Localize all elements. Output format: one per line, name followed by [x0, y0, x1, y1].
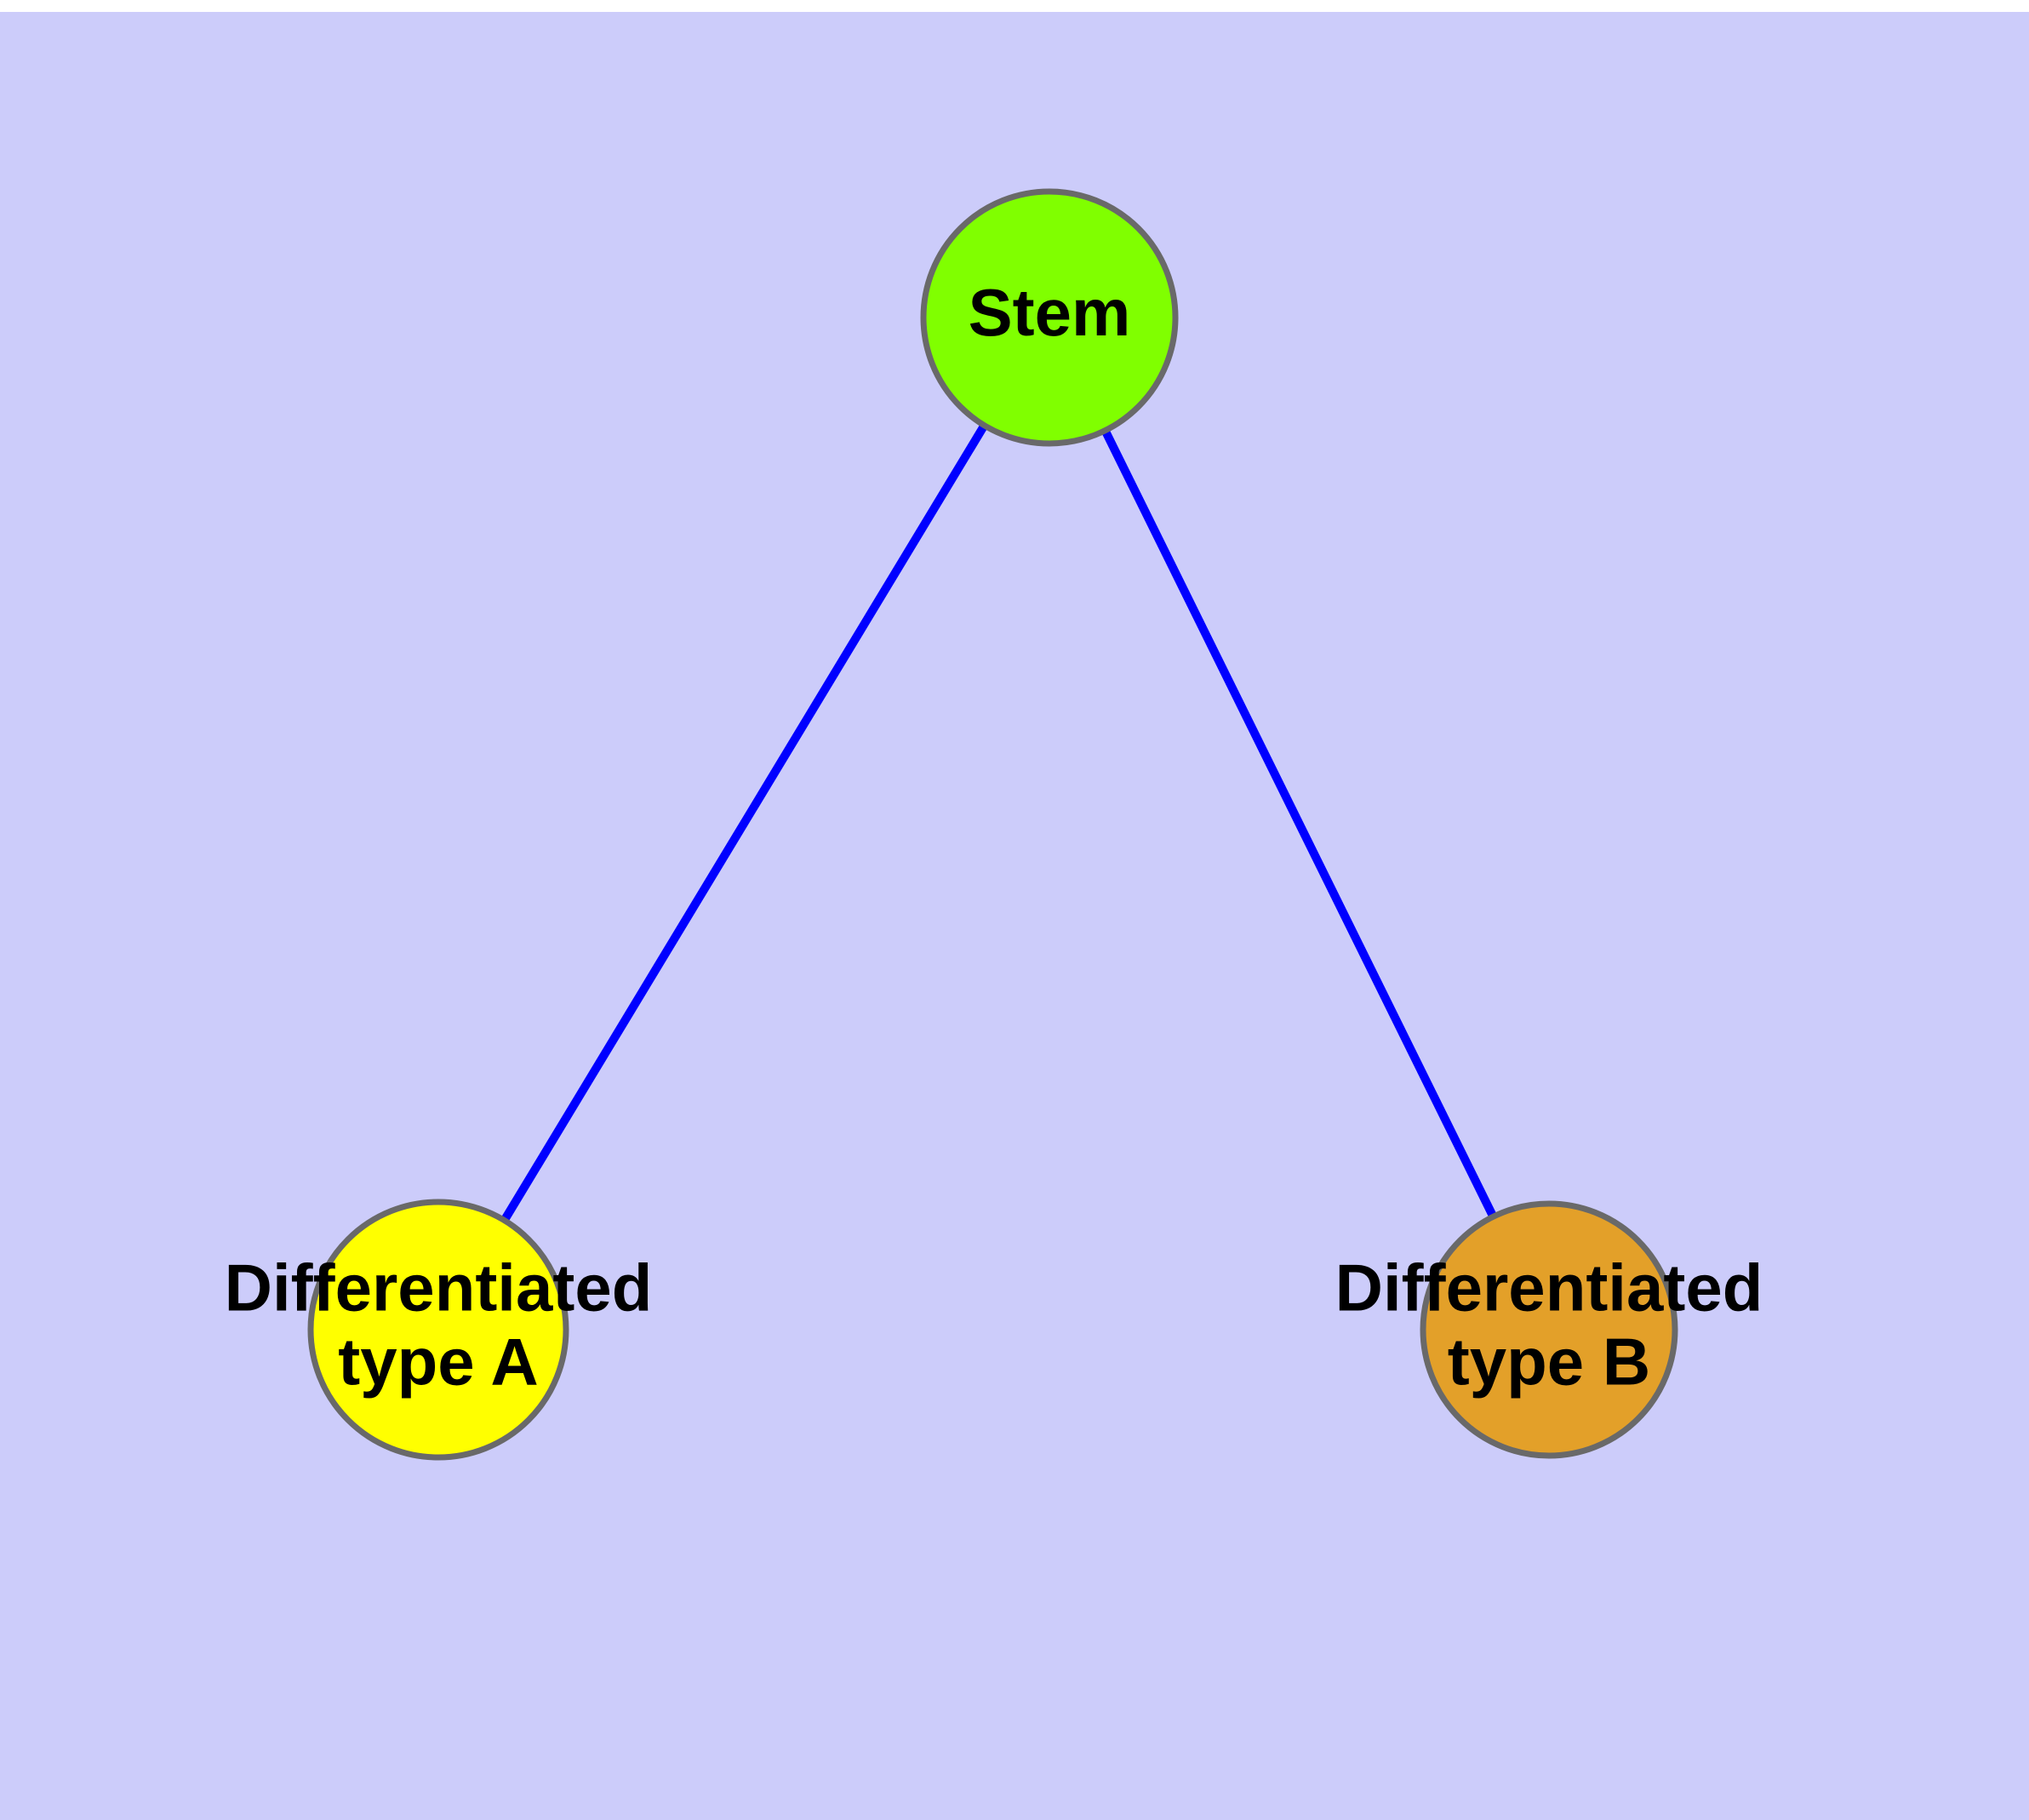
node-circle-diff-a[interactable] [307, 1199, 569, 1461]
node-label-line: Stem [969, 275, 1131, 350]
node-circle-stem[interactable] [920, 188, 1179, 447]
edge-layer [501, 424, 1497, 1222]
node-label-stem: Stem [969, 275, 1131, 350]
node-label-line: Differentiated [225, 1250, 653, 1325]
node-circle-diff-b[interactable] [1420, 1200, 1678, 1459]
node-label-line: Differentiated [1335, 1250, 1763, 1325]
node-label-line: type A [338, 1324, 539, 1399]
graph-edge-stem-to-diff-b[interactable] [1101, 430, 1497, 1217]
graph-edge-stem-to-diff-a[interactable] [501, 424, 987, 1222]
node-label-line: type B [1448, 1324, 1650, 1399]
graph-node-stem[interactable]: Stem [920, 188, 1179, 447]
